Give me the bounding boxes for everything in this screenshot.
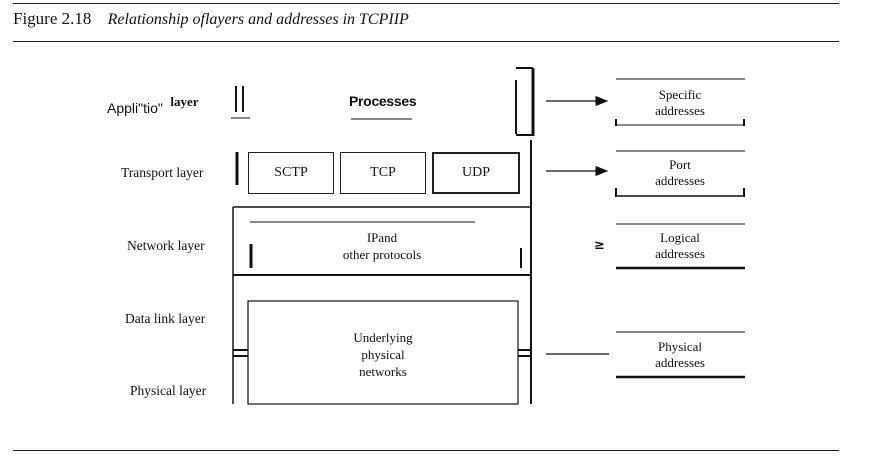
underlying-networks-text: Underlying physical networks	[320, 329, 446, 380]
specific-addresses-label: Specific addresses	[620, 87, 740, 119]
application-layer-label: Appli"tio" layer	[107, 94, 199, 118]
ip-protocols-text: IPand other protocols	[300, 229, 464, 263]
net-line-1: Underlying	[353, 330, 413, 345]
specific-line-1: Specific	[658, 87, 702, 102]
ip-line-2: other protocols	[342, 247, 422, 262]
network-layer-label: Network layer	[127, 238, 205, 253]
application-label-main: Appli"tio"	[107, 100, 163, 116]
ip-line-1: IPand	[366, 230, 398, 245]
figure-caption: Relationship oflayers and addresses in T…	[107, 11, 409, 28]
logical-addresses-label: Logical addresses	[620, 230, 740, 262]
net-line-2: physical	[361, 347, 405, 362]
physical-layer-label: Physical layer	[130, 383, 207, 398]
sctp-box: SCTP	[248, 152, 334, 194]
udp-box: UDP	[432, 152, 520, 194]
net-line-3: networks	[359, 364, 407, 379]
port-line-1: Port	[669, 157, 691, 172]
figure-number: Figure 2.18	[13, 9, 92, 28]
transport-layer-label: Transport layer	[121, 165, 204, 180]
data-link-layer-label: Data link layer	[125, 311, 206, 326]
port-addresses-label: Port addresses	[620, 157, 740, 189]
port-line-2: addresses	[655, 173, 705, 188]
underlying-network-box	[247, 300, 519, 405]
bottom-rule	[13, 450, 839, 451]
logical-line-2: addresses	[655, 246, 705, 261]
specific-line-2: addresses	[655, 103, 705, 118]
tcp-box: TCP	[340, 152, 426, 194]
top-rule	[13, 3, 839, 4]
logical-arrow-glyph: ≥	[594, 238, 605, 253]
logical-line-1: Logical	[660, 230, 700, 245]
physical-addresses-label: Physical addresses	[620, 339, 740, 371]
processes-label: Processes	[349, 93, 417, 109]
figure-title: Figure 2.18 Relationship oflayers and ad…	[13, 9, 409, 29]
physical-line-1: Physical	[657, 339, 703, 354]
application-label-suffix: layer	[170, 94, 199, 109]
physical-line-2: addresses	[655, 355, 705, 370]
caption-rule	[13, 41, 839, 42]
